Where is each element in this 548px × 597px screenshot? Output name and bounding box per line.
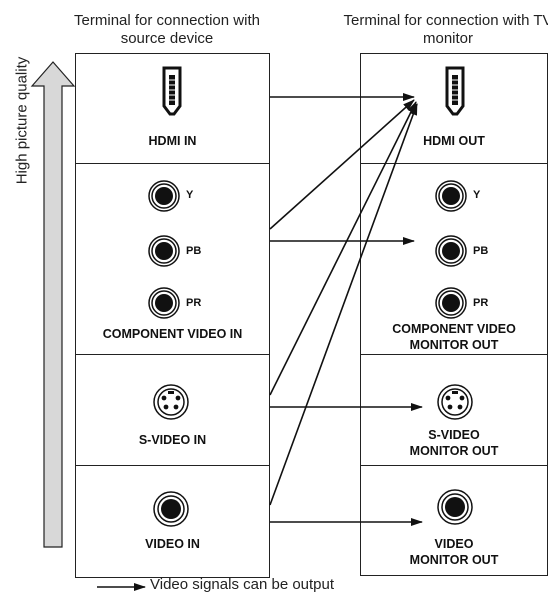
svideo-out-section: S-VIDEO MONITOR OUT bbox=[361, 354, 547, 466]
video-in-label: VIDEO IN bbox=[145, 537, 200, 551]
video-out-label-line1: VIDEO bbox=[434, 537, 474, 551]
component-in-section: Y PB PR COMPONENT VIDEO IN bbox=[76, 163, 269, 355]
pb-rca-jack-icon bbox=[148, 235, 180, 267]
arrow-component-in-to-hdmi-out bbox=[269, 99, 415, 230]
svideo-out-label-line2: MONITOR OUT bbox=[409, 444, 499, 458]
component-out-label-line1: COMPONENT VIDEO bbox=[392, 322, 516, 336]
video-rca-jack-icon bbox=[437, 489, 473, 525]
component-in-label: COMPONENT VIDEO IN bbox=[102, 327, 243, 341]
y-pin-label: Y bbox=[186, 189, 194, 201]
svideo-port-icon bbox=[437, 384, 473, 420]
hdmi-out-section: HDMI OUT bbox=[361, 54, 547, 164]
y-rca-jack-icon bbox=[148, 180, 180, 212]
pr-rca-jack-icon bbox=[435, 287, 467, 319]
video-rca-jack-icon bbox=[153, 491, 189, 527]
pb-rca-jack-icon bbox=[435, 235, 467, 267]
svideo-out-label-line1: S-VIDEO bbox=[428, 428, 480, 442]
svideo-in-section: S-VIDEO IN bbox=[76, 354, 269, 466]
pr-pin-label: PR bbox=[473, 297, 489, 309]
arrow-video-in-to-hdmi-out bbox=[269, 103, 418, 506]
pb-pin-label: PB bbox=[186, 245, 202, 257]
pb-pin-label: PB bbox=[473, 245, 489, 257]
video-in-section: VIDEO IN bbox=[76, 465, 269, 577]
video-out-label-line2: MONITOR OUT bbox=[409, 553, 499, 567]
arrow-svideo-in-to-hdmi-out bbox=[269, 101, 417, 396]
component-out-label-line2: MONITOR OUT bbox=[409, 338, 499, 352]
source-terminals-column: HDMI IN Y PB PR COMPONENT VIDEO IN bbox=[75, 53, 270, 578]
tv-terminals-column: HDMI OUT Y PB PR COMPONENT VIDEO bbox=[360, 53, 548, 576]
pr-pin-label: PR bbox=[186, 297, 202, 309]
hdmi-in-section: HDMI IN bbox=[76, 54, 269, 164]
hdmi-port-icon bbox=[162, 66, 182, 116]
video-out-section: VIDEO MONITOR OUT bbox=[361, 465, 547, 577]
component-out-section: Y PB PR COMPONENT VIDEO MONITOR OUT bbox=[361, 163, 547, 355]
svideo-port-icon bbox=[153, 384, 189, 420]
y-rca-jack-icon bbox=[435, 180, 467, 212]
legend-label: Video signals can be output bbox=[150, 576, 335, 593]
tv-column-header: Terminal for connection with TV monitor bbox=[343, 12, 548, 47]
svideo-in-label: S-VIDEO IN bbox=[138, 433, 207, 447]
pr-rca-jack-icon bbox=[148, 287, 180, 319]
hdmi-in-label: HDMI IN bbox=[148, 134, 197, 148]
hdmi-out-label: HDMI OUT bbox=[423, 134, 485, 148]
y-pin-label: Y bbox=[473, 189, 481, 201]
hdmi-port-icon bbox=[445, 66, 465, 116]
source-column-header: Terminal for connection with source devi… bbox=[74, 12, 260, 47]
